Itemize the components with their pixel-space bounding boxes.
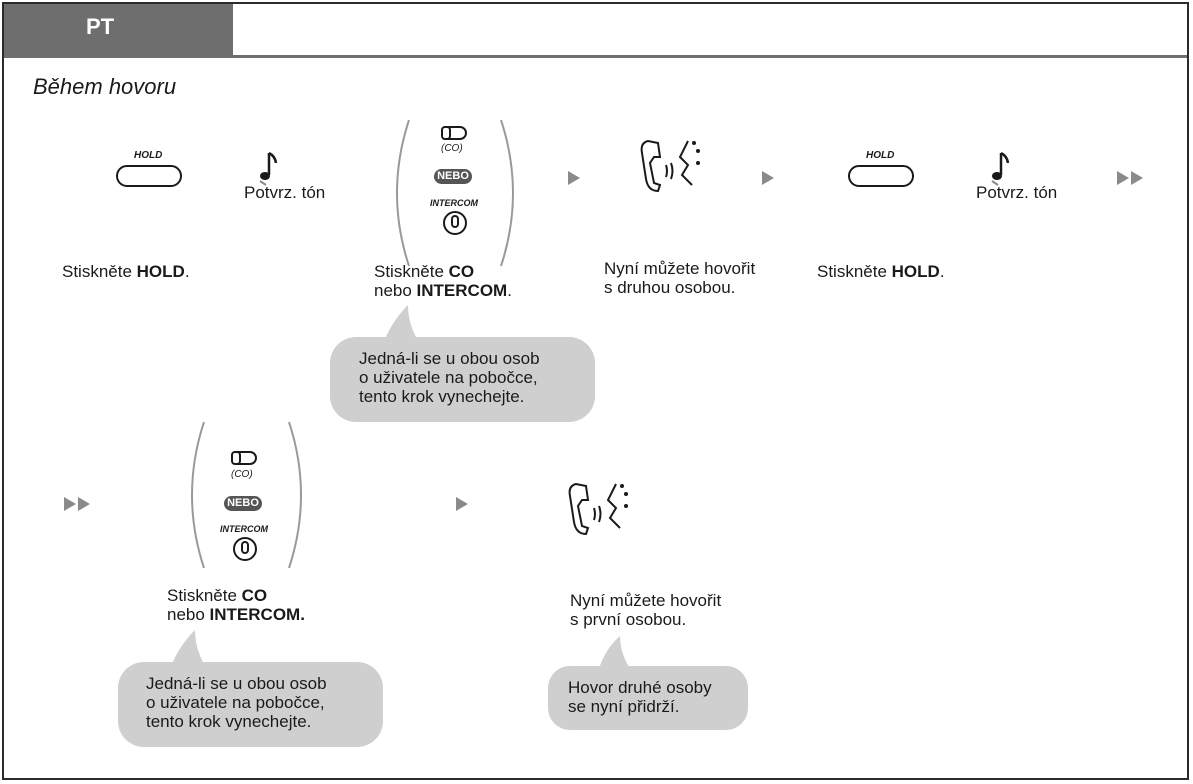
intercom-label: INTERCOM	[430, 198, 478, 208]
confirm-tone-label: Potvrz. tón	[244, 183, 326, 202]
intercom-key-icon	[232, 536, 258, 562]
hold-key-icon: HOLD	[832, 150, 918, 190]
left-paren	[191, 421, 205, 569]
talking-handset-icon	[564, 478, 636, 542]
flow-arrow	[456, 497, 468, 511]
flow-arrow	[762, 171, 774, 185]
continue-arrow	[1117, 171, 1129, 185]
note-bubble-tail	[598, 636, 632, 672]
co-label: (CO)	[231, 469, 253, 480]
skip-note-bubble: Jedná-li se u obou osob o uživatele na p…	[330, 337, 595, 422]
note-bubble-tail	[382, 305, 422, 347]
step-press-hold: Stiskněte HOLD.	[62, 262, 190, 281]
right-paren	[288, 421, 302, 569]
continue-arrow	[64, 497, 76, 511]
hold-note-bubble: Hovor druhé osoby se nyní přidrží.	[548, 666, 748, 730]
hold-key-icon: HOLD	[100, 150, 186, 190]
co-key-icon	[440, 125, 470, 141]
or-badge: NEBO	[224, 496, 262, 511]
step-press-co-intercom: Stiskněte CO nebo INTERCOM.	[374, 262, 512, 300]
tab-pt: PT	[4, 4, 233, 56]
header-divider	[4, 55, 1187, 58]
step-press-hold: Stiskněte HOLD.	[817, 262, 945, 281]
co-key-icon	[230, 450, 260, 466]
step-press-co-intercom: Stiskněte CO nebo INTERCOM.	[167, 586, 305, 624]
continue-arrow	[78, 497, 90, 511]
step-talk-second: Nyní můžete hovořit s druhou osobou.	[604, 259, 756, 297]
left-paren	[396, 119, 410, 267]
note-bubble-tail	[169, 630, 209, 672]
intercom-key-icon	[442, 210, 468, 236]
music-note-icon	[990, 150, 1014, 186]
continue-arrow	[1131, 171, 1143, 185]
or-badge: NEBO	[434, 169, 472, 184]
step-talk-first: Nyní můžete hovořit s první osobou.	[570, 591, 722, 629]
talking-handset-icon	[636, 135, 708, 199]
confirm-tone-label: Potvrz. tón	[976, 183, 1058, 202]
skip-note-bubble: Jedná-li se u obou osob o uživatele na p…	[118, 662, 383, 747]
right-paren	[500, 119, 514, 267]
section-subtitle: Během hovoru	[33, 74, 177, 99]
music-note-icon	[258, 150, 282, 186]
co-label: (CO)	[441, 143, 463, 154]
flow-arrow	[568, 171, 580, 185]
intercom-label: INTERCOM	[220, 524, 268, 534]
